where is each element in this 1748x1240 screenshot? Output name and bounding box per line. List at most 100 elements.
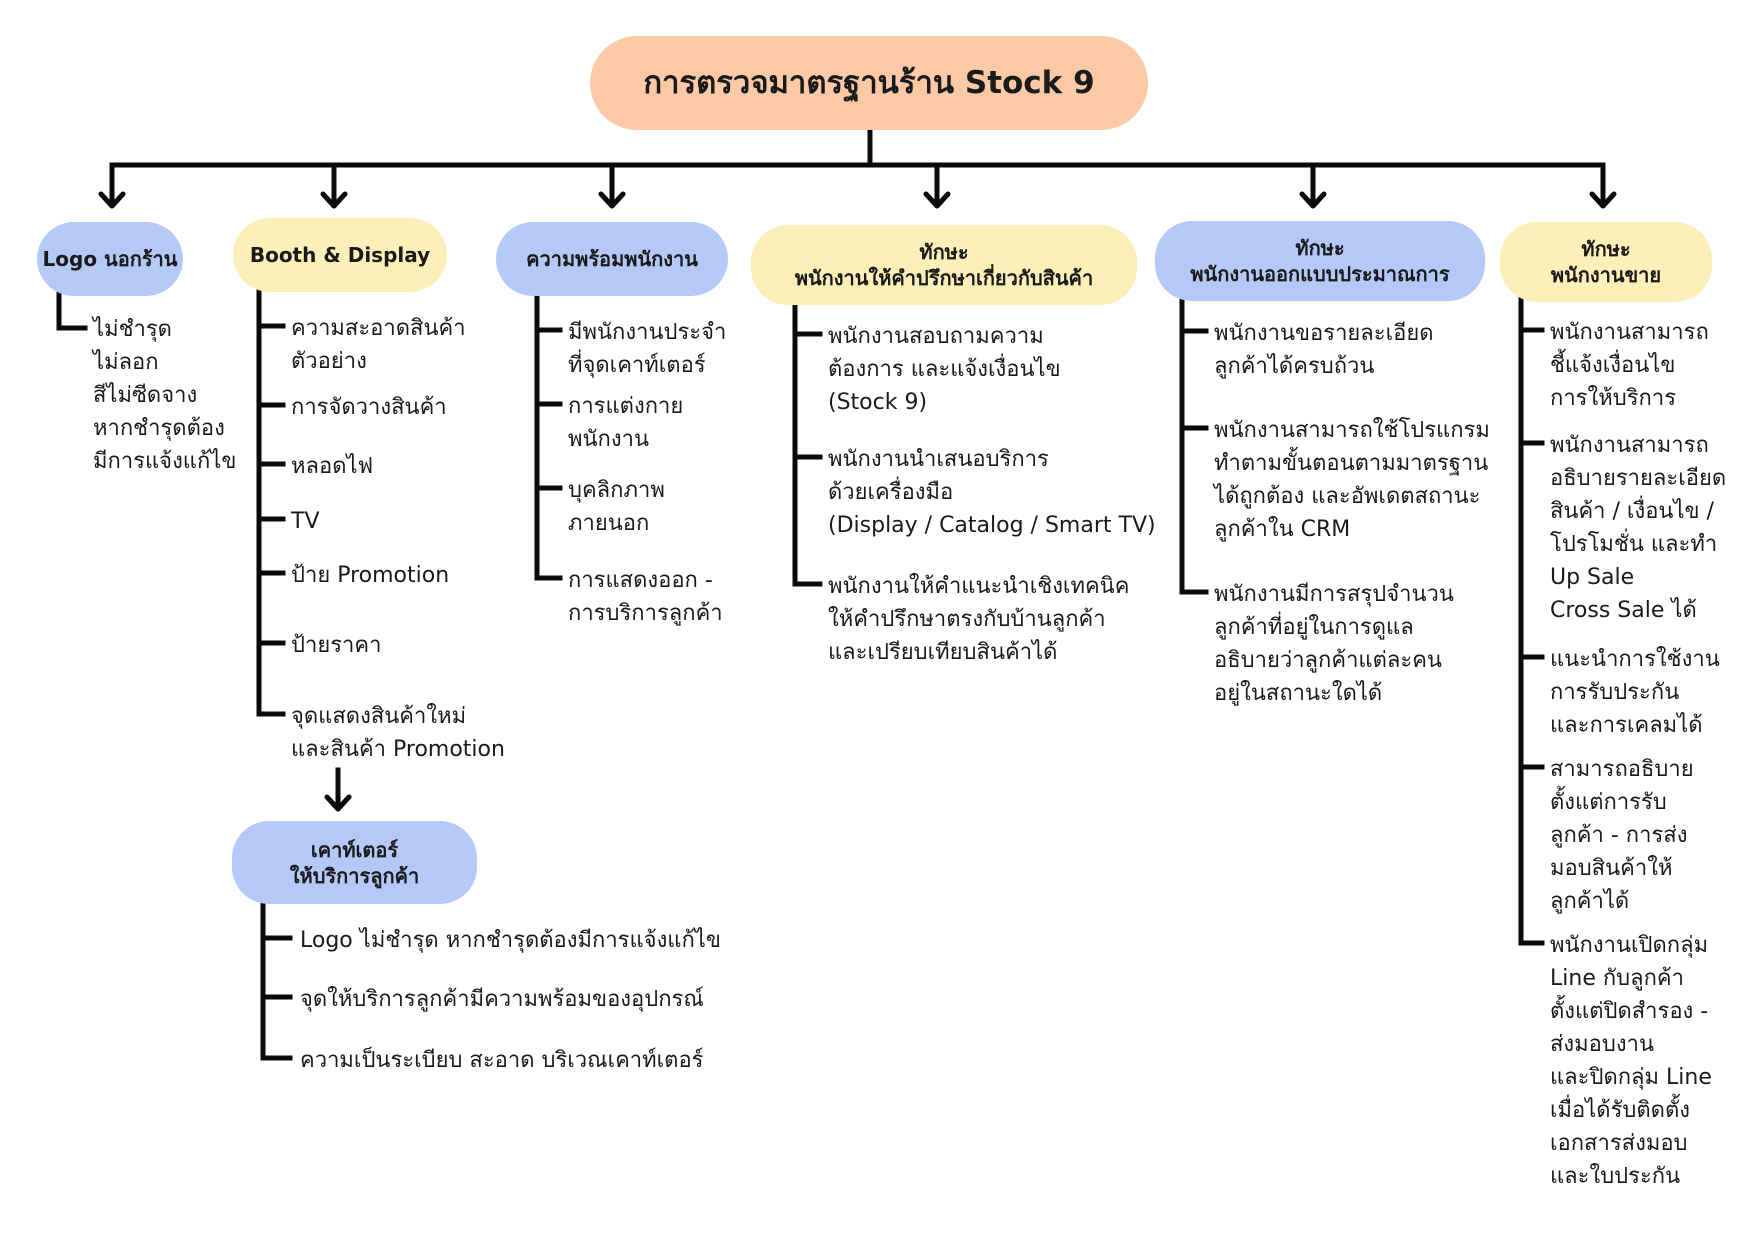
item-design-line: ลูกค้าที่อยู่ในการดูแล xyxy=(1214,615,1414,640)
item-sales-line: การให้บริการ xyxy=(1550,386,1677,411)
item-advisory-line: ให้คำปรึกษาตรงกับบ้านลูกค้า xyxy=(828,607,1106,632)
item-sales-line: และปิดกลุ่ม Line xyxy=(1550,1065,1712,1090)
category-advisory: ทักษะพนักงานให้คำปรึกษาเกี่ยวกับสินค้า xyxy=(751,225,1137,305)
item-staff-ready-line: บุคลิกภาพ xyxy=(568,478,665,503)
item-sales-line: แนะนำการใช้งาน xyxy=(1550,647,1720,672)
item-counter: ความเป็นระเบียบ สะอาด บริเวณเคาท์เตอร์ xyxy=(300,1044,704,1077)
item-design-line: พนักงานมีการสรุปจำนวน xyxy=(1214,582,1454,607)
root-title: การตรวจมาตรฐานร้าน Stock 9 xyxy=(590,36,1148,130)
item-staff-ready: การแต่งกายพนักงาน xyxy=(568,390,683,456)
item-advisory: พนักงานนำเสนอบริการด้วยเครื่องมือ(Displa… xyxy=(828,443,1156,542)
category-design: ทักษะพนักงานออกแบบประมาณการ xyxy=(1155,221,1485,301)
item-counter: จุดให้บริการลูกค้ามีความพร้อมของอุปกรณ์ xyxy=(300,983,704,1016)
item-sales-line: Line กับลูกค้า xyxy=(1550,966,1684,991)
item-sales-line: ตั้งแต่ปิดสำรอง - xyxy=(1550,999,1709,1024)
item-advisory-line: พนักงานสอบถามความ xyxy=(828,324,1044,349)
item-booth: หลอดไฟ xyxy=(291,450,373,483)
item-design: พนักงานสามารถใช้โปรแกรมทำตามขั้นตอนตามมา… xyxy=(1214,414,1490,546)
category-advisory-label: พนักงานให้คำปรึกษาเกี่ยวกับสินค้า xyxy=(794,266,1094,290)
item-booth: ความสะอาดสินค้าตัวอย่าง xyxy=(291,312,466,378)
item-advisory-line: และเปรียบเทียบสินค้าได้ xyxy=(828,640,1058,665)
item-sales-line: ตั้งแต่การรับ xyxy=(1550,790,1667,815)
item-sales-line: เมื่อได้รับติดตั้ง xyxy=(1550,1098,1690,1123)
category-staff-ready: ความพร้อมพนักงาน xyxy=(496,222,728,296)
category-sales-label: พนักงานขาย xyxy=(1550,263,1662,287)
category-sales-label: ทักษะ xyxy=(1581,237,1631,261)
item-staff-ready-line: พนักงาน xyxy=(568,427,649,452)
item-booth: TV xyxy=(291,505,320,538)
item-sales-line: การรับประกัน xyxy=(1550,680,1680,705)
item-sales-line: Up Sale xyxy=(1550,565,1635,590)
item-counter-line: ความเป็นระเบียบ สะอาด บริเวณเคาท์เตอร์ xyxy=(300,1048,704,1073)
item-advisory: พนักงานสอบถามความต้องการ และแจ้งเงื่อนไข… xyxy=(828,320,1061,419)
item-sales-line: พนักงานเปิดกลุ่ม xyxy=(1550,933,1709,958)
counter-node: เคาท์เตอร์ให้บริการลูกค้า xyxy=(232,821,477,904)
item-booth-line: และสินค้า Promotion xyxy=(291,737,505,762)
category-logo-label: Logo นอกร้าน xyxy=(42,247,178,271)
item-staff-ready-line: ที่จุดเคาท์เตอร์ xyxy=(568,353,706,378)
item-sales-line: Cross Sale ได้ xyxy=(1550,598,1697,623)
item-sales-line: ลูกค้าได้ xyxy=(1550,889,1630,914)
item-staff-ready: บุคลิกภาพภายนอก xyxy=(568,474,665,540)
item-sales-line: สินค้า / เงื่อนไข / xyxy=(1550,499,1714,524)
item-sales-line: เอกสารส่งมอบ xyxy=(1550,1131,1688,1156)
item-sales-line: พนักงานสามารถ xyxy=(1550,320,1709,345)
category-booth: Booth & Display xyxy=(233,218,447,292)
arrow-sales-icon xyxy=(1589,191,1617,209)
item-counter: Logo ไม่ชำรุด หากชำรุดต้องมีการแจ้งแก้ไข xyxy=(300,924,721,957)
item-booth: การจัดวางสินค้า xyxy=(291,391,447,424)
category-booth-label: Booth & Display xyxy=(249,243,431,267)
item-logo-line: ไม่ลอก xyxy=(93,350,159,375)
item-sales-line: ส่งมอบงาน xyxy=(1550,1032,1654,1057)
item-booth-line: ตัวอย่าง xyxy=(291,349,367,374)
item-staff-ready: การแสดงออก -การบริการลูกค้า xyxy=(568,564,723,630)
item-sales: พนักงานสามารถชี้แจ้งเงื่อนไขการให้บริการ xyxy=(1550,316,1709,415)
item-booth: จุดแสดงสินค้าใหม่และสินค้า Promotion xyxy=(291,700,505,766)
item-advisory-line: (Stock 9) xyxy=(828,390,928,415)
item-advisory: พนักงานให้คำแนะนำเชิงเทคนิคให้คำปรึกษาตร… xyxy=(828,570,1129,669)
item-staff-ready-line: การแต่งกาย xyxy=(568,394,684,419)
item-sales-line: ชี้แจ้งเงื่อนไข xyxy=(1550,353,1676,378)
item-staff-ready-line: การแสดงออก - xyxy=(568,568,713,593)
item-design-line: พนักงานสามารถใช้โปรแกรม xyxy=(1214,418,1490,443)
item-design-line: อธิบายว่าลูกค้าแต่ละคน xyxy=(1214,648,1442,673)
item-sales-line: และการเคลมได้ xyxy=(1550,713,1703,738)
item-logo-line: มีการแจ้งแก้ไข xyxy=(93,449,237,474)
item-booth-line: ป้ายราคา xyxy=(291,633,382,658)
item-design: พนักงานขอรายละเอียดลูกค้าได้ครบถ้วน xyxy=(1214,317,1434,383)
item-advisory-line: ต้องการ และแจ้งเงื่อนไข xyxy=(828,357,1061,382)
counter-node-label: เคาท์เตอร์ xyxy=(310,837,399,862)
item-sales-line: มอบสินค้าให้ xyxy=(1550,856,1673,881)
category-advisory-label: ทักษะ xyxy=(919,240,969,264)
item-advisory-line: ด้วยเครื่องมือ xyxy=(828,480,954,505)
item-design-line: อยู่ในสถานะใดได้ xyxy=(1214,681,1383,706)
item-logo-line: ไม่ชำรุด xyxy=(93,317,172,342)
item-sales: พนักงานสามารถอธิบายรายละเอียดสินค้า / เง… xyxy=(1550,429,1726,627)
item-booth-line: TV xyxy=(291,509,320,534)
item-booth: ป้ายราคา xyxy=(291,629,381,662)
category-staff-ready-label: ความพร้อมพนักงาน xyxy=(526,247,698,271)
item-booth-line: จุดแสดงสินค้าใหม่ xyxy=(291,704,467,729)
item-staff-ready-line: มีพนักงานประจำ xyxy=(568,320,727,345)
item-sales: สามารถอธิบายตั้งแต่การรับลูกค้า - การส่ง… xyxy=(1550,753,1694,918)
arrow-staff-ready-icon xyxy=(598,191,626,209)
item-design: พนักงานมีการสรุปจำนวนลูกค้าที่อยู่ในการด… xyxy=(1214,578,1454,710)
item-design-line: พนักงานขอรายละเอียด xyxy=(1214,321,1434,346)
counter-arrow-icon xyxy=(324,794,352,812)
item-sales: แนะนำการใช้งานการรับประกันและการเคลมได้ xyxy=(1550,643,1720,742)
item-sales-line: พนักงานสามารถ xyxy=(1550,433,1709,458)
arrow-advisory-icon xyxy=(923,191,951,209)
item-design-line: ลูกค้าได้ครบถ้วน xyxy=(1214,354,1375,379)
item-sales-line: อธิบายรายละเอียด xyxy=(1550,466,1727,491)
item-sales-line: สามารถอธิบาย xyxy=(1550,757,1694,782)
item-advisory-line: พนักงานให้คำแนะนำเชิงเทคนิค xyxy=(828,574,1130,599)
arrow-design-icon xyxy=(1299,191,1327,209)
item-sales-line: และใบประกัน xyxy=(1550,1164,1681,1189)
item-design-line: ลูกค้าใน CRM xyxy=(1214,517,1351,542)
item-booth: ป้าย Promotion xyxy=(291,559,449,592)
item-sales: พนักงานเปิดกลุ่ม Line กับลูกค้าตั้งแต่ปิด… xyxy=(1550,929,1712,1193)
item-design-line: ได้ถูกต้อง และอัพเดตสถานะ xyxy=(1214,484,1481,509)
item-sales-line: ลูกค้า - การส่ง xyxy=(1550,823,1688,848)
item-staff-ready-line: ภายนอก xyxy=(568,511,650,536)
item-booth-line: การจัดวางสินค้า xyxy=(291,395,447,420)
